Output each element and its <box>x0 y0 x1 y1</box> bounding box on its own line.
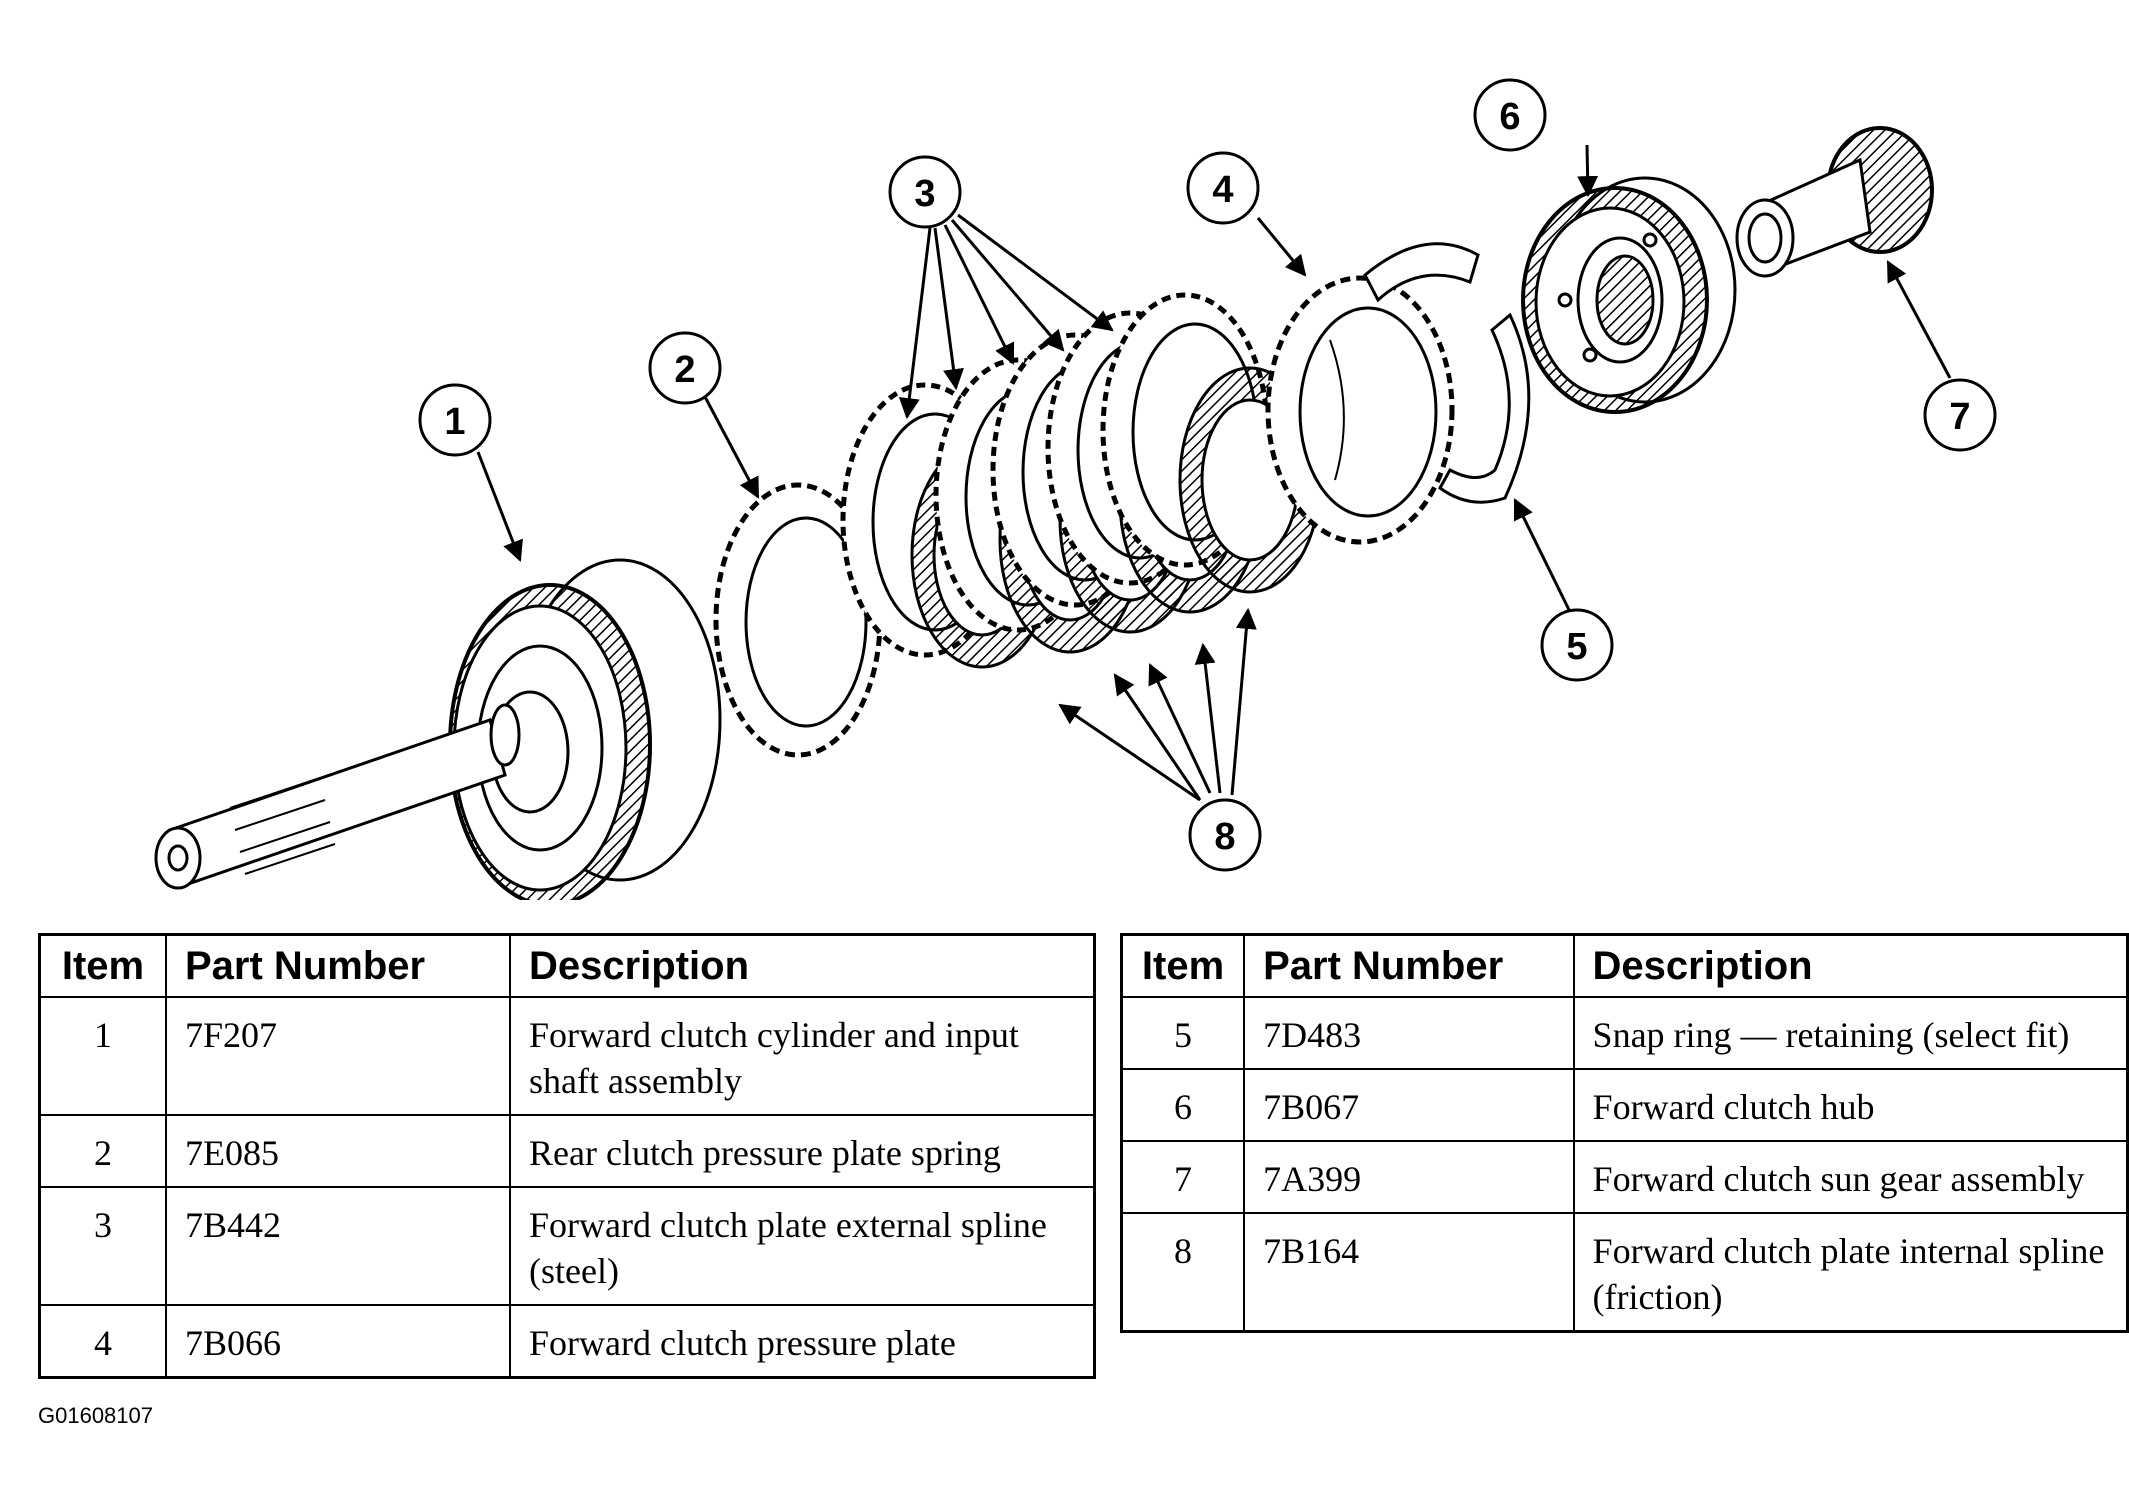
input-shaft-assembly-art <box>154 558 722 900</box>
callout-6: 6 <box>1473 78 1547 152</box>
pressure-plate-spring-art <box>713 482 883 758</box>
svg-text:1: 1 <box>444 401 465 443</box>
exploded-view-diagram: 1 2 3 4 5 6 7 8 <box>154 78 1997 900</box>
part-number-cell: 7D483 <box>1243 996 1575 1070</box>
figure-code: G01608107 <box>38 1403 153 1428</box>
table-header-row: Item Part Number Description <box>38 933 1096 998</box>
svg-text:5: 5 <box>1566 626 1587 668</box>
description-cell: Forward clutch plate internal spline (fr… <box>1572 1212 2129 1333</box>
table-row: 5 7D483 Snap ring — retaining (select fi… <box>1120 996 2129 1070</box>
part-number-cell: 7B164 <box>1243 1212 1575 1333</box>
part-number-cell: 7E085 <box>165 1114 511 1188</box>
callout-2: 2 <box>648 331 722 405</box>
header-item: Item <box>1120 933 1246 998</box>
svg-text:4: 4 <box>1212 169 1233 211</box>
item-cell: 8 <box>1120 1212 1246 1333</box>
pressure-plate-art <box>1265 275 1455 545</box>
item-cell: 1 <box>38 996 167 1116</box>
table-header-row: Item Part Number Description <box>1120 933 2129 998</box>
description-cell: Forward clutch pressure plate <box>509 1304 1096 1379</box>
table-row: 4 7B066 Forward clutch pressure plate <box>38 1304 1096 1379</box>
svg-text:2: 2 <box>674 349 695 391</box>
item-cell: 5 <box>1120 996 1246 1070</box>
clutch-pack-art <box>840 292 1322 669</box>
svg-text:8: 8 <box>1214 816 1235 858</box>
part-number-cell: 7B442 <box>165 1186 511 1306</box>
table-row: 6 7B067 Forward clutch hub <box>1120 1068 2129 1142</box>
table-row: 8 7B164 Forward clutch plate internal sp… <box>1120 1212 2129 1333</box>
header-part-number: Part Number <box>1243 933 1575 998</box>
table-row: 3 7B442 Forward clutch plate external sp… <box>38 1186 1096 1306</box>
description-cell: Snap ring — retaining (select fit) <box>1572 996 2129 1070</box>
description-cell: Forward clutch plate external spline (st… <box>509 1186 1096 1306</box>
description-cell: Forward clutch cylinder and input shaft … <box>509 996 1096 1116</box>
header-description: Description <box>509 933 1096 998</box>
callout-1: 1 <box>418 383 492 457</box>
part-number-cell: 7B066 <box>165 1304 511 1379</box>
part-number-cell: 7B067 <box>1243 1068 1575 1142</box>
item-cell: 4 <box>38 1304 167 1379</box>
part-number-cell: 7A399 <box>1243 1140 1575 1214</box>
snap-ring-art <box>1363 242 1531 504</box>
svg-text:7: 7 <box>1949 396 1970 438</box>
table-row: 1 7F207 Forward clutch cylinder and inpu… <box>38 996 1096 1116</box>
parts-table-right: Item Part Number Description 5 7D483 Sna… <box>1120 933 2129 1333</box>
description-cell: Rear clutch pressure plate spring <box>509 1114 1096 1188</box>
header-description: Description <box>1572 933 2129 998</box>
description-cell: Forward clutch sun gear assembly <box>1572 1140 2129 1214</box>
sun-gear-art <box>1735 126 1934 278</box>
item-cell: 7 <box>1120 1140 1246 1214</box>
clutch-hub-art <box>1521 176 1737 414</box>
item-cell: 2 <box>38 1114 167 1188</box>
callout-3: 3 <box>888 155 962 229</box>
item-cell: 6 <box>1120 1068 1246 1142</box>
callout-4: 4 <box>1186 151 1260 225</box>
svg-text:6: 6 <box>1499 96 1520 138</box>
callout-8: 8 <box>1188 798 1262 872</box>
callout-7: 7 <box>1923 378 1997 452</box>
parts-table-left: Item Part Number Description 1 7F207 For… <box>38 933 1096 1379</box>
callout-5: 5 <box>1540 608 1614 682</box>
part-number-cell: 7F207 <box>165 996 511 1116</box>
table-row: 2 7E085 Rear clutch pressure plate sprin… <box>38 1114 1096 1188</box>
header-part-number: Part Number <box>165 933 511 998</box>
svg-text:3: 3 <box>914 173 935 215</box>
item-cell: 3 <box>38 1186 167 1306</box>
header-item: Item <box>38 933 167 998</box>
table-row: 7 7A399 Forward clutch sun gear assembly <box>1120 1140 2129 1214</box>
description-cell: Forward clutch hub <box>1572 1068 2129 1142</box>
